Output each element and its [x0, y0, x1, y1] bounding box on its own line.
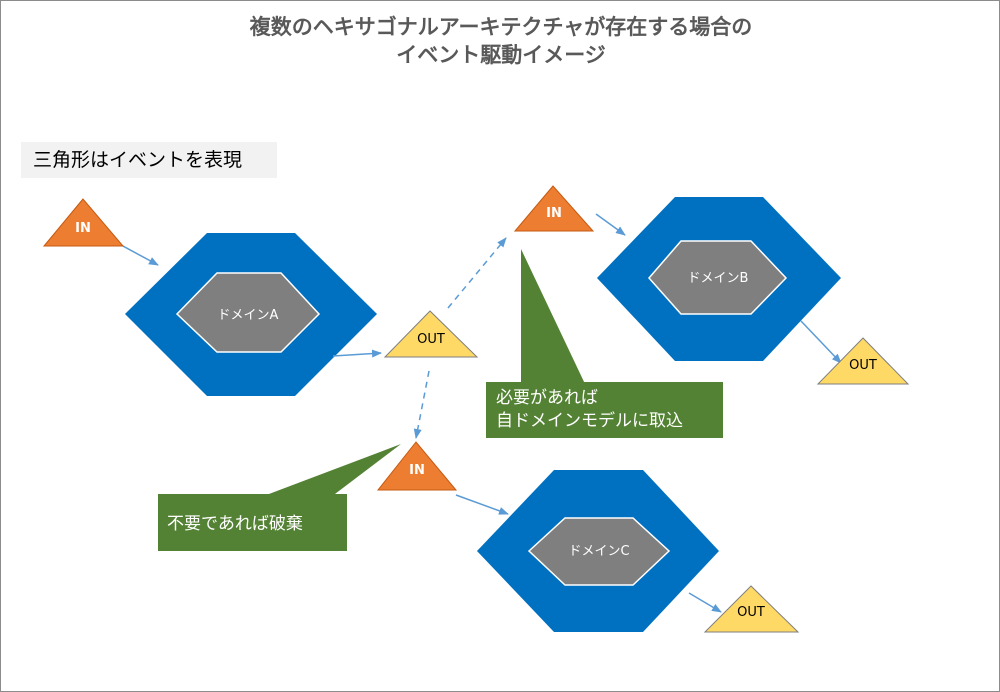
- domain-c-inner-hexagon: [527, 517, 671, 586]
- arrow-domain-a-to-out: [332, 349, 382, 358]
- out-event-domain-c: OUT: [703, 585, 800, 633]
- in-event-domain-a: IN: [42, 198, 125, 247]
- arrow-out-to-in-c: [413, 370, 430, 439]
- in-event-label: IN: [75, 221, 91, 236]
- title-line-2: イベント駆動イメージ: [396, 43, 606, 67]
- domain-c-hexagon: ドメインC: [477, 470, 719, 632]
- domain-a-label: ドメインA: [218, 308, 279, 323]
- out-event-triangle: [816, 337, 910, 385]
- out-event-triangle: [383, 310, 479, 358]
- in-event-domain-c: IN: [376, 441, 458, 491]
- out-event-domain-a: OUT: [383, 310, 479, 358]
- out-event-label: OUT: [849, 358, 877, 373]
- domain-a-hexagon: ドメインA: [125, 233, 377, 396]
- arrow-domain-c-to-out: [688, 592, 722, 613]
- domain-a-inner-hexagon: [175, 272, 321, 353]
- in-event-domain-b: IN: [513, 185, 595, 232]
- adopt-callout-line-2: 自ドメインモデルに取込: [496, 410, 683, 431]
- flow-arrows: [120, 213, 842, 613]
- in-event-label: IN: [546, 206, 562, 221]
- legend-note: 三角形はイベントを表現: [21, 142, 277, 178]
- arrow-domain-b-to-out: [800, 320, 842, 364]
- adopt-callout-line-1: 必要があれば: [496, 388, 598, 408]
- out-event-domain-b: OUT: [816, 337, 910, 385]
- out-event-triangle: [703, 585, 800, 633]
- adopt-callout-pointer: [521, 249, 586, 386]
- in-event-triangle: [376, 441, 458, 491]
- title-line-1: 複数のヘキサゴナルアーキテクチャが存在する場合の: [249, 15, 753, 39]
- discard-callout: 不要であれば破棄: [158, 444, 401, 551]
- arrow-out-to-in-b: [447, 237, 507, 309]
- discard-callout-text: 不要であれば破棄: [167, 514, 303, 534]
- in-event-label: IN: [409, 463, 425, 478]
- arrow-in-to-domain-a: [120, 244, 159, 266]
- domain-c-label: ドメインC: [568, 544, 629, 559]
- diagram-title: 複数のヘキサゴナルアーキテクチャが存在する場合の イベント駆動イメージ: [1, 13, 999, 69]
- out-event-label: OUT: [417, 332, 445, 347]
- adopt-callout-box: [486, 382, 723, 438]
- in-event-triangle: [42, 198, 125, 247]
- domain-b-label: ドメインB: [688, 271, 749, 286]
- in-event-triangle: [513, 185, 595, 232]
- discard-callout-box: [158, 494, 347, 551]
- domain-b-inner-hexagon: [648, 240, 788, 315]
- out-event-label: OUT: [737, 605, 765, 620]
- domain-b-hexagon: ドメインB: [597, 197, 841, 361]
- discard-callout-pointer: [261, 444, 401, 497]
- arrow-in-to-domain-c: [455, 494, 509, 515]
- adopt-callout: 必要があれば 自ドメインモデルに取込: [486, 249, 723, 438]
- arrow-in-to-domain-b: [595, 213, 626, 236]
